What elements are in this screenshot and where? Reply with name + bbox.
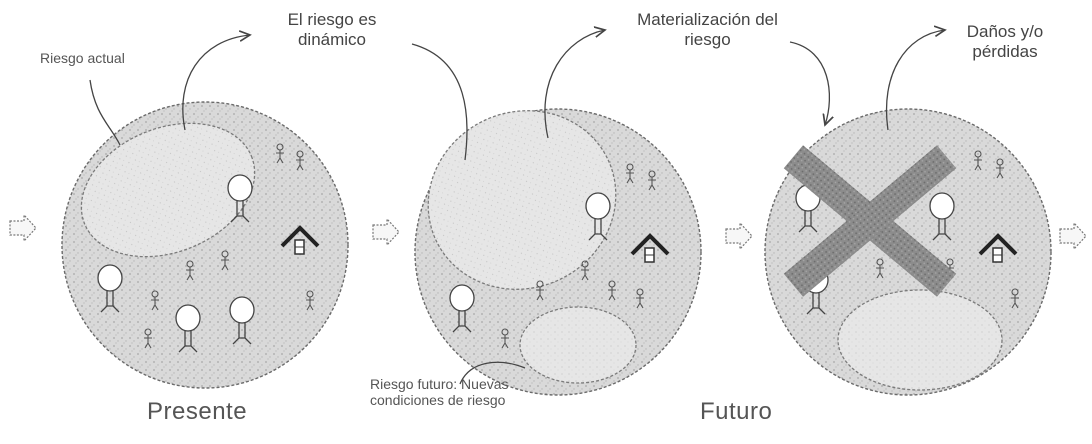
label-riesgo-dinamico: El riesgo es dinámico [262, 10, 402, 50]
dynamic-circle [399, 80, 701, 395]
leader-materializacion [790, 42, 829, 125]
present-circle [61, 99, 348, 388]
label-materializacion: Materialización del riesgo [620, 10, 795, 50]
label-futuro: Futuro [700, 398, 772, 426]
label-riesgo-futuro: Riesgo futuro: Nuevas condiciones de rie… [370, 376, 540, 408]
arrow-icon [726, 223, 752, 249]
label-presente: Presente [147, 398, 247, 426]
arrow-icon [10, 215, 36, 241]
label-danos: Daños y/o pérdidas [950, 22, 1060, 62]
future-circle [765, 109, 1051, 395]
label-riesgo-actual: Riesgo actual [40, 50, 125, 66]
arrow-icon [373, 219, 399, 245]
arrow-icon [1060, 223, 1086, 249]
